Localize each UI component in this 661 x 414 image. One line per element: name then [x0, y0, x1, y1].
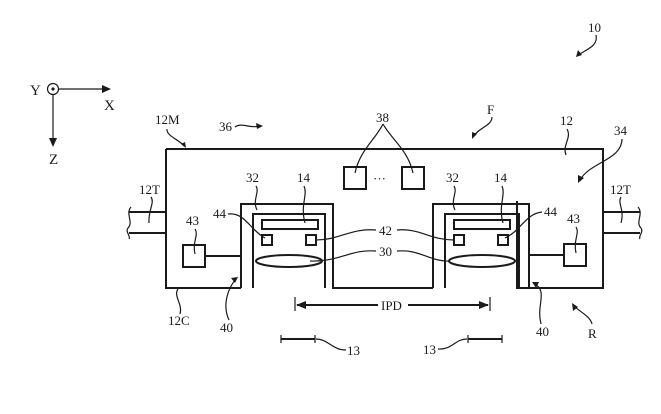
leader-43-left: [193, 228, 197, 255]
leader-10: [577, 34, 597, 56]
component-38-a: [343, 166, 367, 190]
leader-44-right: [504, 211, 543, 239]
sensor-42-left: [305, 234, 317, 246]
display-right: [453, 219, 511, 230]
leader-36: [234, 124, 261, 128]
ipd-arrow-right-icon: [479, 301, 489, 309]
label-38: 38: [376, 110, 389, 125]
z-axis-label: Z: [49, 152, 58, 168]
component-38-b: [401, 166, 425, 190]
label-44-left: 44: [213, 206, 227, 221]
label-40-right: 40: [536, 324, 549, 339]
x-axis-arrowhead-icon: [102, 85, 111, 93]
label-10: 10: [588, 20, 601, 35]
arrow-R-icon: [572, 303, 578, 311]
leader-12M: [166, 128, 185, 147]
y-axis-label: Y: [30, 83, 41, 99]
arrow-10-icon: [576, 50, 582, 57]
label-12: 12: [560, 113, 573, 128]
leader-12T-left: [148, 196, 153, 224]
label-12T-left: 12T: [139, 182, 160, 197]
leader-12: [564, 128, 569, 156]
x-axis-label: X: [104, 98, 115, 114]
label-F: F: [487, 102, 494, 117]
housing-outline-left: [165, 149, 241, 289]
leader-14-left: [302, 185, 306, 224]
leader-12C: [176, 288, 182, 315]
optical-module-left: [240, 203, 341, 289]
label-14-left: 14: [297, 170, 311, 185]
label-ipd: IPD: [381, 298, 402, 313]
temple-left: [126, 206, 166, 240]
arrow-34-icon: [578, 175, 584, 183]
label-42: 42: [379, 223, 392, 238]
label-12T-right: 12T: [610, 182, 631, 197]
leader-13-right: [437, 338, 468, 350]
coordinate-axes: Y X Z: [30, 82, 115, 168]
arrow-F-icon: [472, 132, 477, 139]
arrow-36-icon: [256, 123, 263, 129]
display-left: [261, 219, 319, 230]
sensor-42-right: [453, 234, 465, 246]
label-13-left: 13: [347, 343, 360, 358]
label-13-right: 13: [423, 342, 436, 357]
leader-13-left: [315, 338, 347, 351]
leader-38-b: [382, 123, 414, 174]
arrow-40-left-icon: [231, 277, 238, 283]
label-36: 36: [219, 119, 233, 134]
label-32-left: 32: [246, 170, 259, 185]
leader-32-right: [452, 185, 456, 211]
temple-right: [603, 206, 643, 240]
arrow-12M-icon: [181, 142, 186, 148]
leader-43-right: [574, 226, 578, 254]
eye-box-right: [467, 335, 503, 343]
label-30: 30: [379, 244, 392, 259]
ipd-dimension: IPD: [294, 297, 491, 313]
sensor-44-left: [261, 234, 273, 246]
label-43-right: 43: [567, 211, 580, 226]
label-R: R: [588, 326, 597, 341]
sensor-44-right: [497, 234, 509, 246]
leader-42-left: [315, 229, 377, 241]
y-axis-circle-icon: [46, 82, 60, 96]
ipd-arrow-left-icon: [296, 301, 306, 309]
eye-box-left: [280, 335, 316, 343]
leader-40-right: [534, 283, 542, 325]
label-44-right: 44: [544, 204, 558, 219]
leader-32-left: [254, 185, 258, 211]
leader-40-left: [225, 278, 237, 321]
leader-30-left: [309, 250, 377, 262]
leader-42-right: [396, 229, 455, 241]
leader-44-left: [227, 213, 266, 239]
label-32-right: 32: [446, 170, 459, 185]
leader-R: [573, 305, 593, 325]
optical-module-right: [432, 203, 530, 288]
y-axis-dot-icon: [51, 87, 55, 91]
lens-right: [448, 254, 516, 268]
label-14-right: 14: [494, 170, 508, 185]
leader-38-a: [354, 123, 384, 174]
leader-14-right: [500, 185, 504, 224]
ellipsis: ···: [373, 171, 386, 186]
label-12C: 12C: [168, 313, 190, 328]
z-axis-arrowhead-icon: [49, 138, 57, 147]
label-34: 34: [614, 123, 628, 138]
label-40-left: 40: [220, 320, 233, 335]
label-43-left: 43: [186, 213, 199, 228]
housing-outline-right: [166, 148, 604, 289]
label-12M: 12M: [155, 112, 180, 127]
arrow-40-right-icon: [532, 282, 539, 288]
leader-12T-right: [619, 196, 623, 224]
leader-34: [579, 138, 623, 181]
leader-30-right: [396, 250, 451, 262]
leader-F: [473, 116, 493, 137]
